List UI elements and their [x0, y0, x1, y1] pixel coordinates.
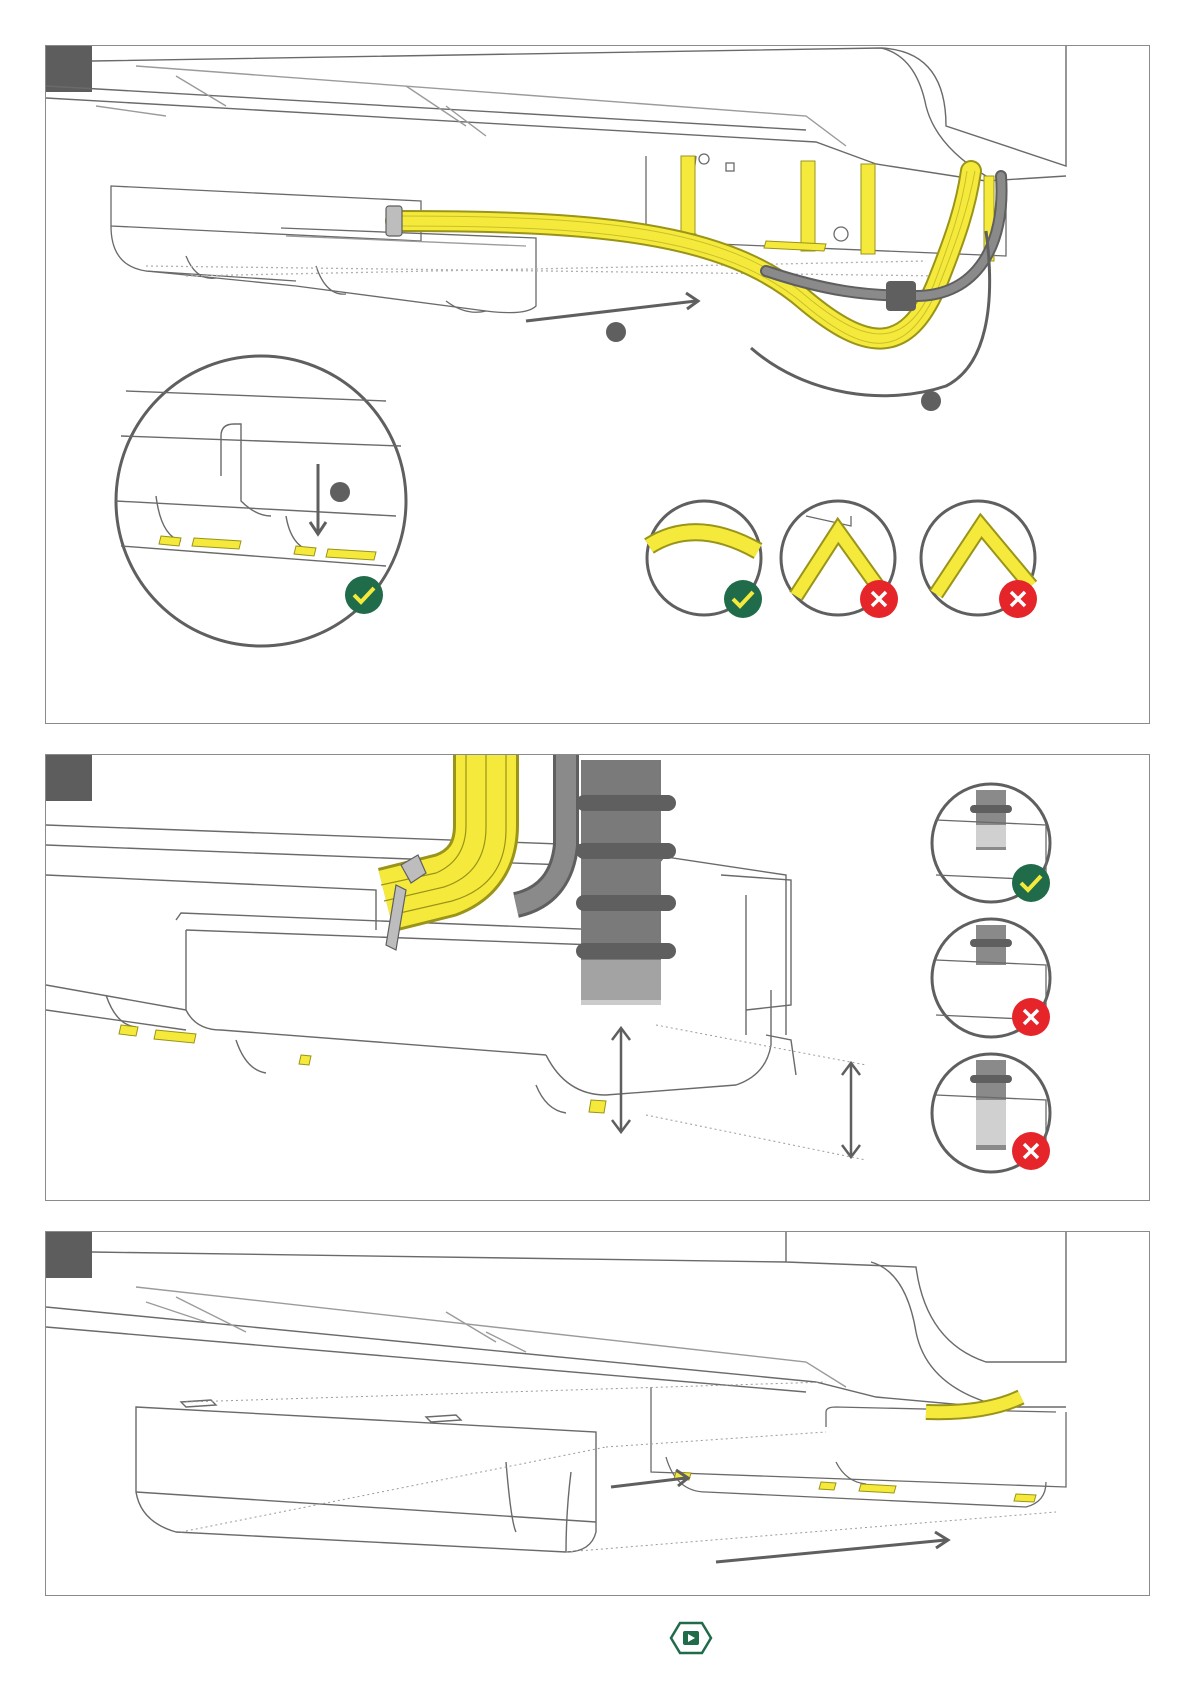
dark-hose	[516, 755, 566, 905]
panel-step-1	[45, 45, 1150, 724]
callout-dot	[921, 391, 941, 411]
yellow-cable-bundle	[926, 1397, 1021, 1412]
height-dimension-arrow	[646, 1025, 866, 1160]
cover-panel	[136, 1400, 596, 1552]
check-icon	[724, 580, 762, 618]
slide-direction-arrow	[526, 293, 698, 321]
cross-icon	[1012, 998, 1050, 1036]
drain-connection-illustration	[46, 755, 1150, 1201]
cross-icon	[999, 580, 1037, 618]
panel-step-2	[45, 754, 1150, 1201]
check-icon	[1012, 864, 1050, 902]
panel-step-3	[45, 1231, 1150, 1596]
cable-tie	[386, 206, 402, 236]
callout-dot	[330, 482, 350, 502]
cross-icon	[1012, 1132, 1050, 1170]
insertion-depth-arrow	[612, 1028, 630, 1132]
cross-icon	[860, 580, 898, 618]
cover-install-illustration	[46, 1232, 1150, 1596]
cable-routing-illustration	[46, 46, 1150, 724]
yellow-clip-strips	[119, 1025, 606, 1113]
video-play-icon[interactable]	[669, 1621, 713, 1655]
check-icon	[345, 576, 383, 614]
callout-dot	[606, 322, 626, 342]
drain-pipe-corrugated	[576, 760, 676, 1005]
indoor-unit	[46, 46, 1066, 181]
yellow-clip-strips	[674, 1472, 1036, 1502]
indoor-unit	[46, 1232, 1066, 1407]
